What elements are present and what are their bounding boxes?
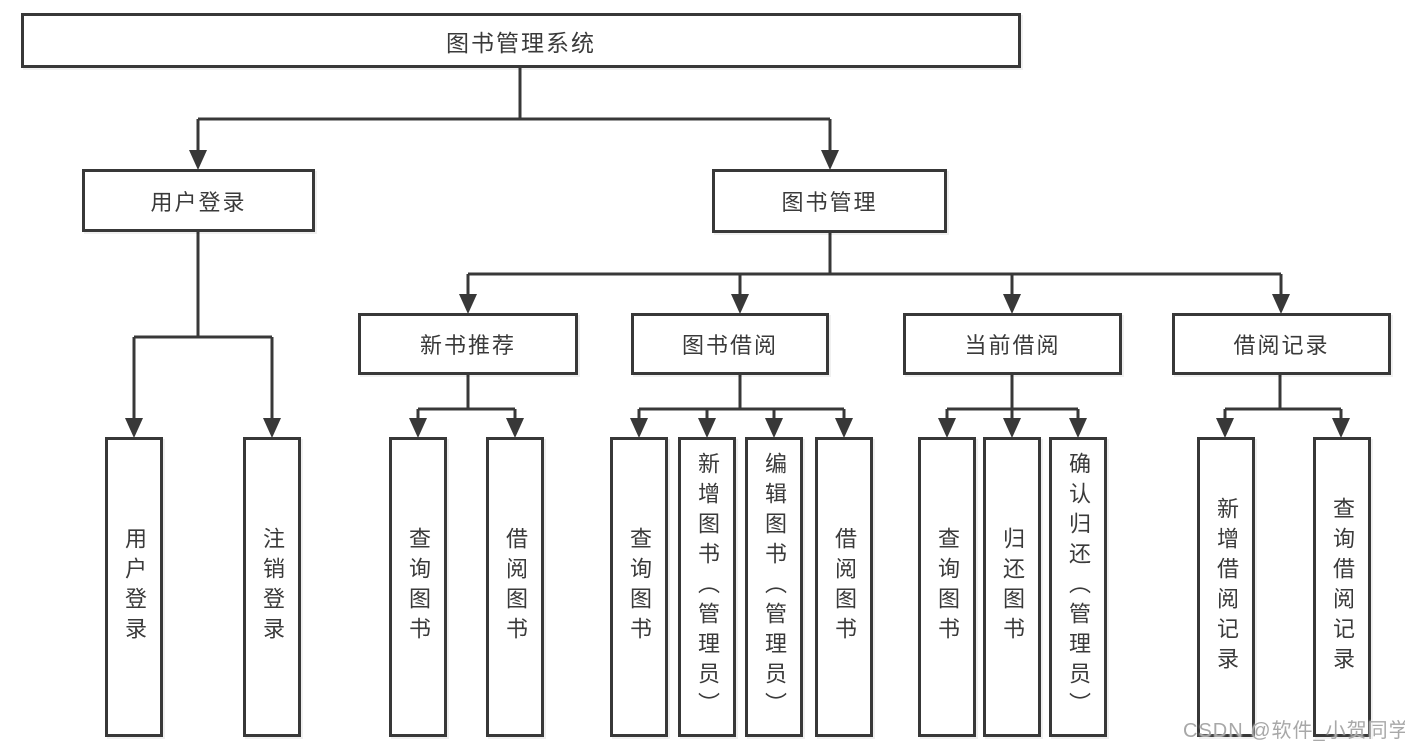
connector-lines (132, 68, 1343, 419)
node-book-borrow: 图书借阅 (631, 313, 829, 375)
leaf-current-query-books: 查询图书 (918, 437, 976, 737)
node-current-borrow: 当前借阅 (903, 313, 1122, 375)
node-user-login: 用户登录 (82, 169, 315, 232)
node-book-management: 图书管理 (712, 169, 947, 233)
node-current-borrow-label: 当前借阅 (964, 333, 1061, 358)
node-borrow-record: 借阅记录 (1172, 313, 1391, 375)
node-root-label: 图书管理系统 (446, 29, 596, 56)
node-book-borrow-label: 图书借阅 (681, 333, 778, 358)
node-root-system: 图书管理系统 (21, 13, 1021, 68)
leaf-current-return-books: 归还图书 (983, 437, 1041, 737)
node-book-management-label: 图书管理 (781, 190, 878, 215)
leaf-current-confirm-return-admin: 确认归还（管理员） (1049, 437, 1107, 737)
leaf-borrow-query-books: 查询图书 (610, 437, 668, 737)
arrowhead-icons (125, 150, 1350, 438)
leaf-borrow-borrow-books: 借阅图书 (815, 437, 873, 737)
leaf-borrow-edit-books-admin: 编辑图书（管理员） (745, 437, 803, 737)
node-user-login-label: 用户登录 (150, 189, 247, 215)
node-new-book-recommend-label: 新书推荐 (419, 333, 516, 358)
leaf-borrow-add-books-admin: 新增图书（管理员） (678, 437, 736, 737)
node-borrow-record-label: 借阅记录 (1233, 333, 1330, 358)
leaf-record-query-borrow-record: 查询借阅记录 (1313, 437, 1371, 737)
csdn-watermark: CSDN @软件_小贺同学 (1183, 720, 1405, 742)
leaf-recommend-query-books: 查询图书 (389, 437, 447, 737)
leaf-recommend-borrow-books: 借阅图书 (486, 437, 544, 737)
node-new-book-recommend: 新书推荐 (358, 313, 578, 375)
leaf-logout: 注销登录 (243, 437, 301, 737)
leaf-record-add-borrow-record: 新增借阅记录 (1197, 437, 1255, 737)
leaf-user-login: 用户登录 (105, 437, 163, 737)
